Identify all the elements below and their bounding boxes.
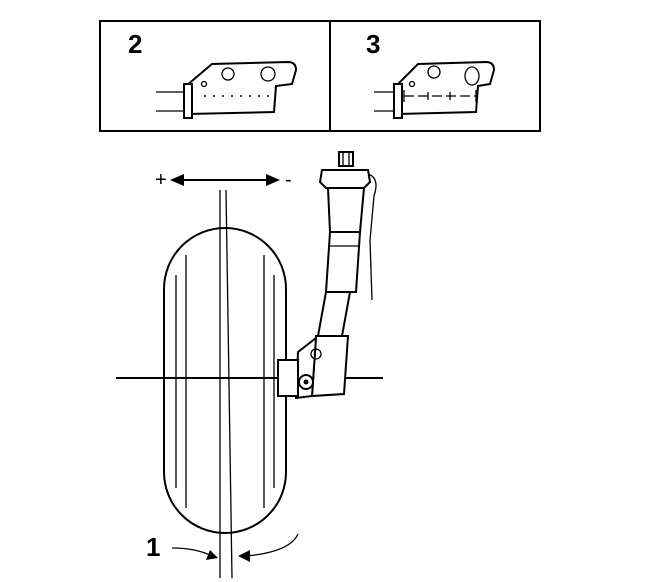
wheel	[163, 189, 287, 579]
panel-3-bracket	[374, 60, 496, 119]
tire-outline	[163, 227, 287, 534]
camber-angle-callout: 1	[146, 532, 299, 562]
panel-3: 3	[366, 29, 496, 119]
strut-upper-body	[326, 187, 366, 233]
camber-direction-arrow: + -	[155, 169, 292, 191]
minus-sign: -	[285, 169, 292, 191]
strut-top-nut	[338, 151, 354, 167]
strut-boot	[324, 231, 362, 293]
strut-knuckle-bracket	[310, 335, 350, 398]
callout-1-label: 1	[146, 532, 160, 562]
arrow-left-head	[170, 174, 184, 186]
panel-3-label: 3	[366, 29, 380, 59]
steering-knuckle	[277, 359, 299, 397]
plus-sign: +	[155, 169, 167, 191]
inset-box	[99, 20, 541, 132]
strut-bolt-upper	[310, 348, 322, 360]
strut-upper-mount	[318, 169, 372, 189]
strut-lower-tube	[316, 291, 352, 337]
wheel-centerline	[225, 189, 233, 579]
panel-2-bracket	[156, 60, 298, 119]
panel-2-label: 2	[128, 29, 142, 59]
panel-2: 2	[128, 29, 298, 119]
strut-assembly	[277, 151, 377, 400]
inset-frame	[99, 20, 541, 132]
arrow-right-head	[266, 174, 280, 186]
